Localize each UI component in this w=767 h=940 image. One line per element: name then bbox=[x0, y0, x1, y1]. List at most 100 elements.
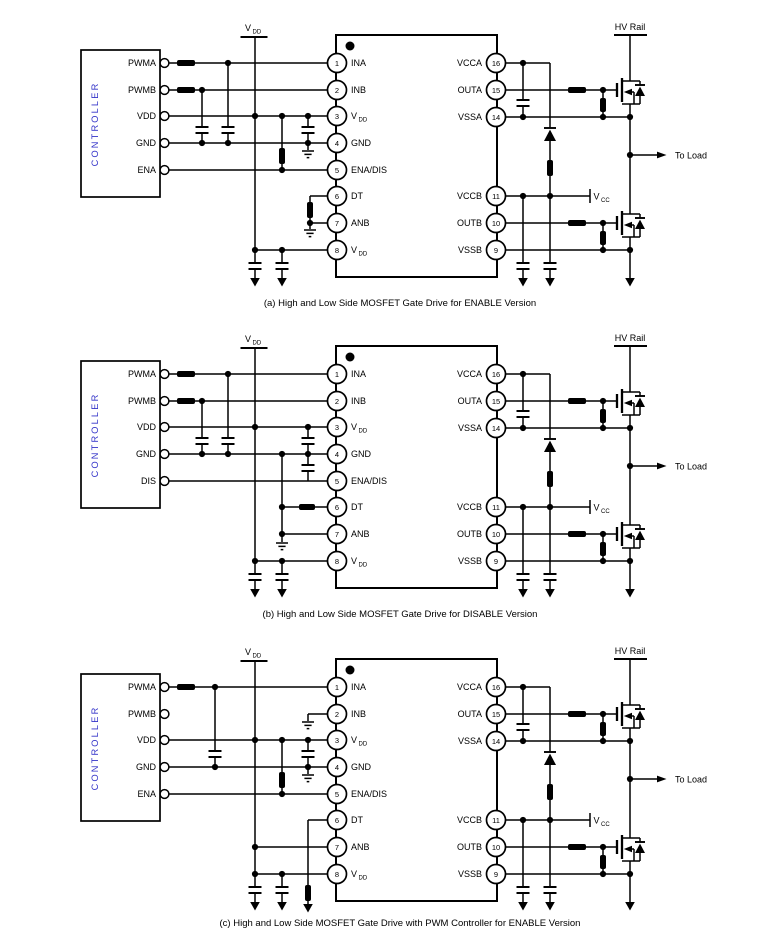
junction-dots bbox=[211, 683, 312, 878]
pin-number-6: 6 bbox=[335, 503, 339, 512]
hv-rail-label: HV Rail bbox=[615, 333, 646, 343]
vdd-rail-label-sub: DD bbox=[253, 654, 262, 660]
pin-name-anb: ANB bbox=[351, 218, 370, 228]
pin-name-vcca: VCCA bbox=[457, 682, 482, 692]
vdd-rail-label: V bbox=[245, 334, 251, 344]
vdd-rail-label-sub: DD bbox=[253, 30, 262, 36]
controller-pin-circles bbox=[159, 57, 170, 176]
controller-pin-pwma: PWMA bbox=[128, 682, 156, 692]
pin-name-vdd3-sub: DD bbox=[359, 742, 368, 748]
controller-box bbox=[80, 360, 161, 509]
pin-name-enadis: ENA/DIS bbox=[351, 476, 387, 486]
controller-pin-circles bbox=[159, 368, 170, 487]
caption-b: (b) High and Low Side MOSFET Gate Drive … bbox=[263, 609, 538, 620]
pin-name-gnd: GND bbox=[351, 762, 372, 772]
pwma-series-resistor bbox=[177, 371, 195, 377]
dt-resistor bbox=[299, 504, 315, 510]
pwma-series-resistor bbox=[177, 60, 195, 66]
pin-number-15: 15 bbox=[492, 86, 500, 95]
caption-a: (a) High and Low Side MOSFET Gate Drive … bbox=[264, 298, 536, 309]
controller-pin-vdd: VDD bbox=[137, 735, 157, 745]
pin-name-vdd8: V bbox=[351, 556, 357, 566]
pin-name-vccb: VCCB bbox=[457, 815, 482, 825]
controller-pin-pwmb: PWMB bbox=[128, 396, 156, 406]
pin-name-vssa: VSSA bbox=[458, 736, 482, 746]
pin-number-16: 16 bbox=[492, 683, 500, 692]
left-wires bbox=[169, 348, 328, 589]
ena-pullup-resistor bbox=[279, 772, 285, 788]
pin-name-vcca: VCCA bbox=[457, 369, 482, 379]
pin-number-14: 14 bbox=[492, 113, 500, 122]
pin-name-vssb: VSSB bbox=[458, 869, 482, 879]
ena-pullup-resistor bbox=[279, 148, 285, 164]
pin-name-vssa: VSSA bbox=[458, 423, 482, 433]
diagram-b: V DD CONTROLLER PWMA PWMB VDD GND DIS 1 … bbox=[80, 333, 707, 620]
vdd-rail-label-sub: DD bbox=[253, 341, 262, 347]
pin-name-outa: OUTA bbox=[458, 709, 482, 719]
vdd-rail-label: V bbox=[245, 647, 251, 657]
pin-number-9: 9 bbox=[494, 246, 498, 255]
caption-c: (c) High and Low Side MOSFET Gate Drive … bbox=[220, 918, 581, 929]
pin-name-inb: INB bbox=[351, 85, 366, 95]
pin-number-16: 16 bbox=[492, 59, 500, 68]
pin-number-5: 5 bbox=[335, 790, 339, 799]
pin-name-vccb: VCCB bbox=[457, 502, 482, 512]
pin-number-8: 8 bbox=[335, 870, 339, 879]
hv-rail-label: HV Rail bbox=[615, 646, 646, 656]
pin-name-dt: DT bbox=[351, 502, 363, 512]
diagram-c: V DD CONTROLLER PWMA PWMB VDD GND ENA 1 … bbox=[80, 646, 707, 929]
pin-name-ina: INA bbox=[351, 369, 366, 379]
pin-name-vdd8: V bbox=[351, 869, 357, 879]
controller-pin-vdd: VDD bbox=[137, 111, 157, 121]
pin-name-vccb: VCCB bbox=[457, 191, 482, 201]
pin-name-vssa: VSSA bbox=[458, 112, 482, 122]
junction-dots bbox=[198, 59, 314, 254]
pin-number-11: 11 bbox=[492, 816, 500, 825]
pin-name-anb: ANB bbox=[351, 842, 370, 852]
pin-number-8: 8 bbox=[335, 557, 339, 566]
controller-box bbox=[80, 49, 161, 198]
pin-number-6: 6 bbox=[335, 816, 339, 825]
controller-box bbox=[80, 673, 161, 822]
controller-label: CONTROLLER bbox=[90, 706, 100, 791]
pin-number-1: 1 bbox=[335, 370, 339, 379]
pin-number-2: 2 bbox=[335, 710, 339, 719]
pwma-series-resistor bbox=[177, 684, 195, 690]
controller-pin-ena: ENA bbox=[137, 165, 156, 175]
pwmb-series-resistor bbox=[177, 398, 195, 404]
pin-name-outb: OUTB bbox=[457, 842, 482, 852]
pin-number-2: 2 bbox=[335, 86, 339, 95]
pin-number-5: 5 bbox=[335, 166, 339, 175]
to-load-label: To Load bbox=[675, 775, 707, 785]
left-wires bbox=[169, 661, 328, 904]
controller-pin-vdd: VDD bbox=[137, 422, 157, 432]
pin-number-9: 9 bbox=[494, 870, 498, 879]
pin-number-7: 7 bbox=[335, 843, 339, 852]
dt-resistor bbox=[305, 885, 311, 901]
pin-name-ina: INA bbox=[351, 58, 366, 68]
pin-number-15: 15 bbox=[492, 710, 500, 719]
pin-number-4: 4 bbox=[335, 763, 339, 772]
controller-pin-gnd: GND bbox=[136, 138, 157, 148]
pin-name-vcca: VCCA bbox=[457, 58, 482, 68]
vcc-label: V bbox=[594, 816, 600, 826]
to-load-label: To Load bbox=[675, 462, 707, 472]
pin-name-outb: OUTB bbox=[457, 529, 482, 539]
controller-pin-pwmb: PWMB bbox=[128, 709, 156, 719]
pin-number-14: 14 bbox=[492, 424, 500, 433]
pin-name-inb: INB bbox=[351, 396, 366, 406]
pin-number-15: 15 bbox=[492, 397, 500, 406]
pin-number-2: 2 bbox=[335, 397, 339, 406]
dt-resistor bbox=[307, 202, 313, 218]
pin-name-dt: DT bbox=[351, 191, 363, 201]
pin-name-ina: INA bbox=[351, 682, 366, 692]
pin-name-vdd3: V bbox=[351, 111, 357, 121]
vdd-rail-label: V bbox=[245, 23, 251, 33]
pin-name-vdd8-sub: DD bbox=[359, 876, 368, 882]
pin-name-outa: OUTA bbox=[458, 396, 482, 406]
pin-name-vssb: VSSB bbox=[458, 556, 482, 566]
pin-number-10: 10 bbox=[492, 530, 500, 539]
junction-dots bbox=[198, 370, 312, 565]
